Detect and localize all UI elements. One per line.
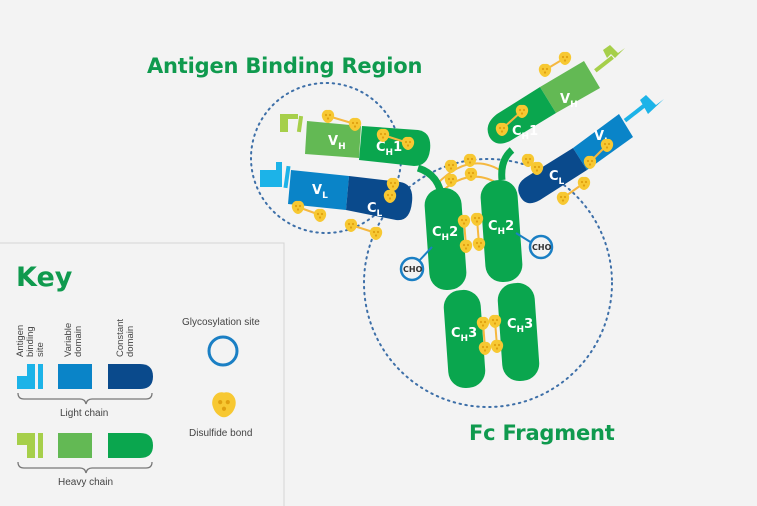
left-heavy-chain: VH CH1 <box>280 114 431 166</box>
key-light-variable-domain-icon <box>58 364 92 389</box>
ch2-label: CH2 <box>488 219 514 237</box>
vh-label: VH <box>560 92 578 110</box>
glycosylation-site-label: Glycosylation site <box>182 317 260 328</box>
ch1-label: CH1 <box>376 140 402 158</box>
disulfide-bond-icon <box>444 173 458 187</box>
disulfide-bond-icon <box>558 51 572 65</box>
vh-domain <box>540 61 600 113</box>
fc-fragment-title: Fc Fragment <box>469 421 615 445</box>
disulfide-bond-icon <box>464 167 478 181</box>
light-chain-brace <box>17 392 153 405</box>
key-heavy-antigen-binding-site-icon <box>17 433 35 458</box>
variable-domain-label: Variable domain <box>63 322 84 357</box>
ch3-label: CH3 <box>451 326 477 344</box>
antigen-binding-site-light <box>260 162 282 187</box>
vh-domain <box>305 121 361 158</box>
ch1-domain <box>359 126 431 166</box>
light-chain-label: Light chain <box>60 408 109 419</box>
ch3-label: CH3 <box>507 317 533 335</box>
key-title: Key <box>16 262 73 293</box>
vl-domain <box>288 170 349 210</box>
heavy-chain-label: Heavy chain <box>58 477 114 488</box>
antigen-binding-site-label: Antigen binding site <box>15 324 46 357</box>
disulfide-bond-icon <box>470 212 484 226</box>
disulfide-bond-icon <box>313 208 327 222</box>
key-heavy-variable-domain-icon <box>58 433 92 458</box>
cl-label: CL <box>367 201 383 219</box>
antigen-binding-site-light <box>640 95 664 114</box>
cl-label: CL <box>549 169 565 187</box>
right-ch2-domain <box>480 179 523 282</box>
key-heavy-constant-domain-icon <box>108 433 153 458</box>
left-ch3-domain <box>443 289 486 388</box>
fc-region-dotted-circle <box>363 158 613 408</box>
disulfide-bond-icon <box>577 176 591 190</box>
disulfide-bond-label: Disulfide bond <box>189 428 253 439</box>
disulfide-bond-icon <box>538 63 552 77</box>
ch1-label: CH1 <box>512 124 538 142</box>
cl-domain <box>518 148 587 204</box>
key-glycosylation-site-icon <box>207 335 239 367</box>
glycosylation-site-icon <box>528 234 554 260</box>
heavy-chain-brace <box>17 461 153 474</box>
disulfide-bond-icon <box>369 226 383 240</box>
vh-label: VH <box>328 134 346 152</box>
fc-region: CH2 CH2 CH3 CH3 <box>424 179 540 388</box>
vl-label: VL <box>312 183 328 201</box>
antigen-binding-site-heavy <box>603 45 625 58</box>
disulfide-bond-icon <box>291 200 305 214</box>
right-ch3-domain <box>497 282 540 381</box>
antigen-binding-region-title: Antigen Binding Region <box>147 54 423 78</box>
disulfide-bond-icon <box>444 159 458 173</box>
antigen-binding-site-heavy <box>280 114 298 132</box>
key-light-antigen-binding-site-icon <box>17 364 35 389</box>
disulfide-bond-icon <box>472 237 486 251</box>
disulfide-bond-icon <box>488 314 502 328</box>
ch2-label: CH2 <box>432 225 458 243</box>
constant-domain-label: Constant domain <box>115 318 136 357</box>
cho-label: CHO <box>532 243 552 252</box>
left-light-chain: VL CL <box>260 162 413 221</box>
disulfide-bond-icon <box>321 109 335 123</box>
disulfide-bond-icon <box>556 191 570 205</box>
cho-label: CHO <box>403 265 423 274</box>
glycosylation-site-icon <box>399 256 425 282</box>
key-light-constant-domain-icon <box>108 364 153 389</box>
right-hinge <box>498 147 515 181</box>
left-ch2-domain <box>424 187 467 290</box>
